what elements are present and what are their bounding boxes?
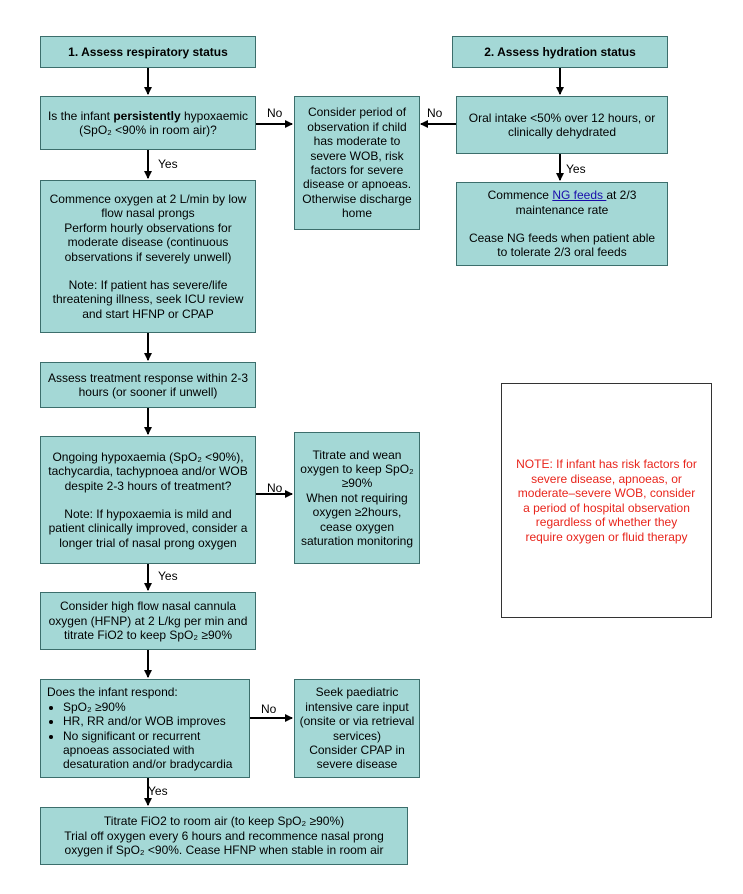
final-titrate-box: Titrate FiO2 to room air (to keep SpO₂ ≥… [40,807,408,865]
commence-oxygen-box: Commence oxygen at 2 L/min by low flow n… [40,180,256,333]
ng-feeds-box: Commence NG feeds at 2/3 maintenance rat… [456,182,668,266]
respond-criteria-list: SpO₂ ≥90% HR, RR and/or WOB improves No … [47,700,243,772]
yes-label-4: Yes [148,784,168,798]
step1-header: 1. Assess respiratory status [40,36,256,68]
titrate-wean-box: Titrate and wean oxygen to keep SpO₂ ≥90… [294,432,420,564]
oral-intake-box: Oral intake <50% over 12 hours, or clini… [456,96,668,154]
risk-factors-note: NOTE: If infant has risk factors for sev… [501,383,712,618]
list-item: HR, RR and/or WOB improves [63,714,243,728]
respond-criteria-box: Does the infant respond: SpO₂ ≥90% HR, R… [40,679,250,778]
hypoxaemic-question: Is the infant persistently hypoxaemic (S… [40,96,256,150]
yes-label-2: Yes [566,162,586,176]
list-item: No significant or recurrent apnoeas asso… [63,729,243,772]
observation-box: Consider period of observation if child … [294,96,420,230]
ng-feeds-link[interactable]: NG feeds [552,188,607,203]
assess-response-box: Assess treatment response within 2-3 hou… [40,362,256,408]
ongoing-hypoxaemia-box: Ongoing hypoxaemia (SpO₂ <90%), tachycar… [40,436,256,564]
step2-header: 2. Assess hydration status [452,36,668,68]
no-label-4: No [261,702,277,716]
no-label-2: No [427,106,443,120]
picu-box: Seek paediatric intensive care input (on… [294,679,420,778]
no-label-3: No [267,481,283,495]
yes-label-1: Yes [158,157,178,171]
list-item: SpO₂ ≥90% [63,700,243,714]
no-label-1: No [267,106,283,120]
yes-label-3: Yes [158,569,178,583]
hfnp-box: Consider high flow nasal cannula oxygen … [40,592,256,650]
